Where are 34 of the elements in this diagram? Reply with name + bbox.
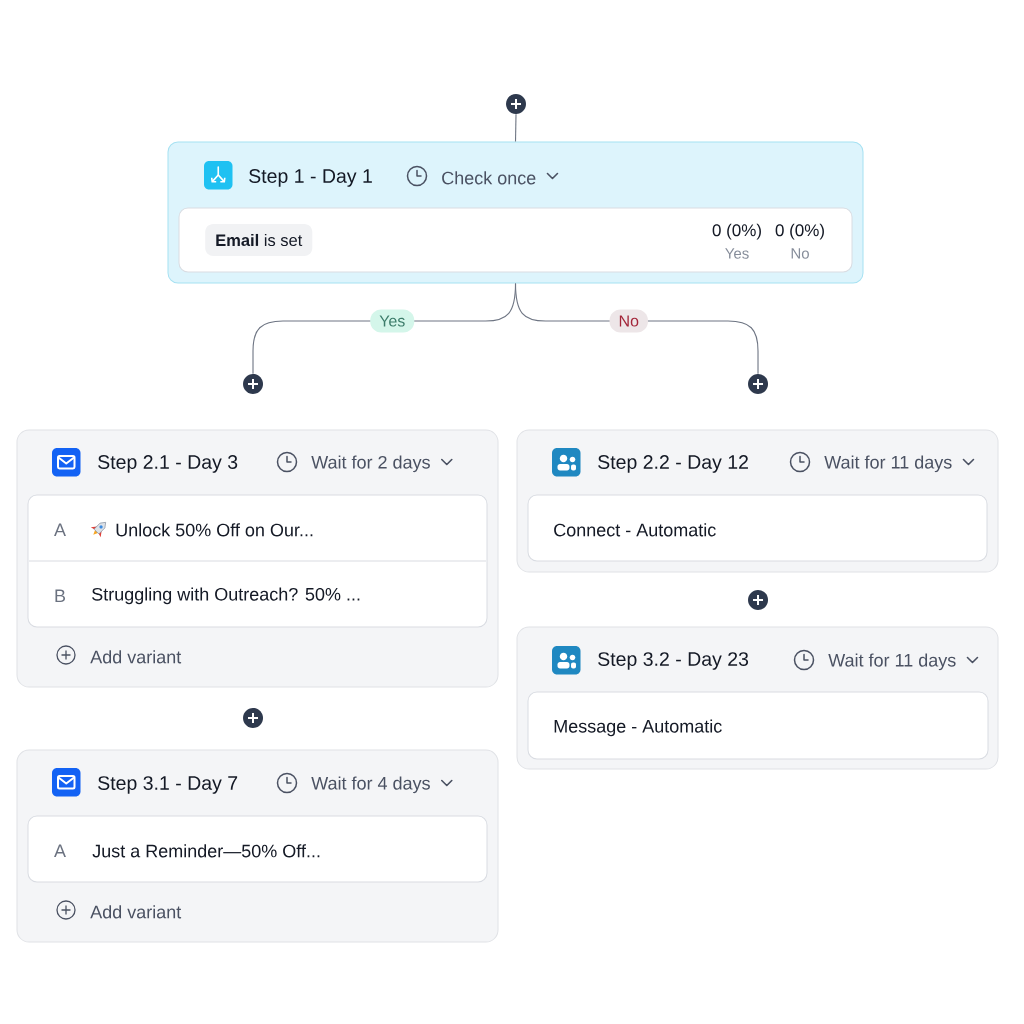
step-title: Step 2.2 - Day 12: [598, 455, 748, 473]
edge-label: No: [609, 309, 648, 333]
delay-label: Wait for 11 days: [824, 455, 952, 473]
action-label: Connect - Automatic: [554, 523, 716, 537]
variant-letter: A: [54, 844, 66, 857]
step-title: Step 2.1 - Day 3: [98, 455, 238, 473]
delay-label: Wait for 4 days: [311, 776, 430, 794]
plus-button: [506, 94, 526, 114]
step-title: Step 3.1 - Day 7: [98, 776, 238, 794]
delay-label: Wait for 2 days: [311, 455, 430, 473]
plus-button: [748, 590, 768, 610]
subject-line: Just a Reminder—50% Off...: [92, 844, 320, 858]
delay-label: Wait for 11 days: [828, 653, 956, 671]
stat-label: No: [791, 248, 809, 259]
stat-label: Yes: [725, 248, 749, 259]
connector-line: [514, 282, 759, 375]
action-label: Message - Automatic: [554, 719, 722, 737]
plus-button: [243, 374, 263, 394]
variant-letter: B: [55, 589, 66, 602]
condition-chip: Email is set: [205, 224, 313, 256]
delay-label: Check once: [442, 171, 536, 185]
add-variant-label: Add variant: [90, 650, 182, 664]
stat-value: 0 (0%): [712, 223, 761, 240]
step-title: Step 3.2 - Day 23: [598, 652, 749, 670]
subject-line: Unlock 50% Off on Our...: [116, 523, 313, 537]
subject-line: Struggling with Outreach? 50% ...: [92, 587, 360, 605]
plus-button: [748, 374, 768, 394]
edge-label: Yes: [370, 309, 415, 333]
variant-letter: A: [54, 523, 66, 536]
add-variant-label: Add variant: [90, 905, 182, 919]
plus-button: [243, 708, 263, 728]
connector-line: [514, 113, 517, 143]
step-title: Step 1 - Day 1: [249, 169, 372, 187]
stat-value: 0 (0%): [775, 223, 824, 240]
